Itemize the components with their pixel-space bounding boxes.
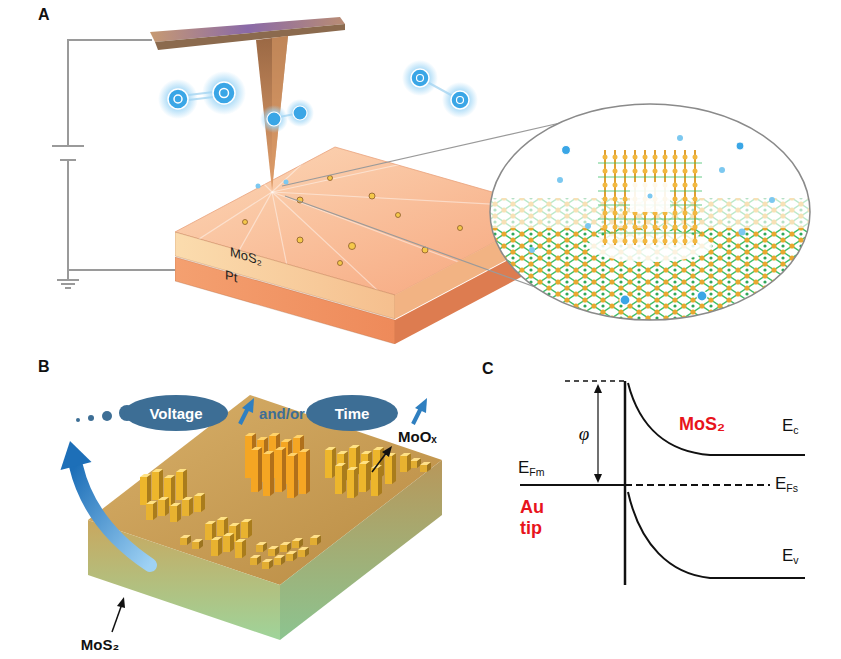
energy-level-label: EFs <box>775 474 798 494</box>
oval-label: Time <box>335 405 370 422</box>
oxide-bars <box>140 433 431 569</box>
layer-outline <box>175 257 395 344</box>
time-oval: Time <box>306 395 398 431</box>
barrier-symbol: φ <box>579 423 590 445</box>
panel-letter: A <box>38 6 50 24</box>
growth-arrow <box>61 441 151 565</box>
energy-level-label: Ec <box>782 416 799 436</box>
energy-level-label: Ev <box>782 546 799 566</box>
band-diagram <box>520 381 805 585</box>
gas-molecules <box>158 60 478 189</box>
pointer-arrow <box>112 446 392 632</box>
material-label: MoS₂ <box>679 414 725 435</box>
voltage-oval: Voltage <box>124 395 228 431</box>
material-label: MoOₓ <box>398 428 437 445</box>
panel-letter: C <box>482 360 494 378</box>
panel-letter: B <box>38 358 50 376</box>
lattice-inset <box>490 104 810 328</box>
connector-word: and/or <box>259 405 305 422</box>
material-label: Au tip <box>520 497 562 538</box>
material-label: MoS₂ <box>81 636 119 653</box>
afm-cantilever <box>150 17 345 190</box>
circuit-wire <box>52 40 176 288</box>
substrate-box <box>88 395 442 640</box>
energy-level-label: EFm <box>518 458 545 478</box>
oval-label: Voltage <box>149 405 202 422</box>
layer-face <box>175 257 395 344</box>
pt-layer: Pt <box>175 257 395 344</box>
